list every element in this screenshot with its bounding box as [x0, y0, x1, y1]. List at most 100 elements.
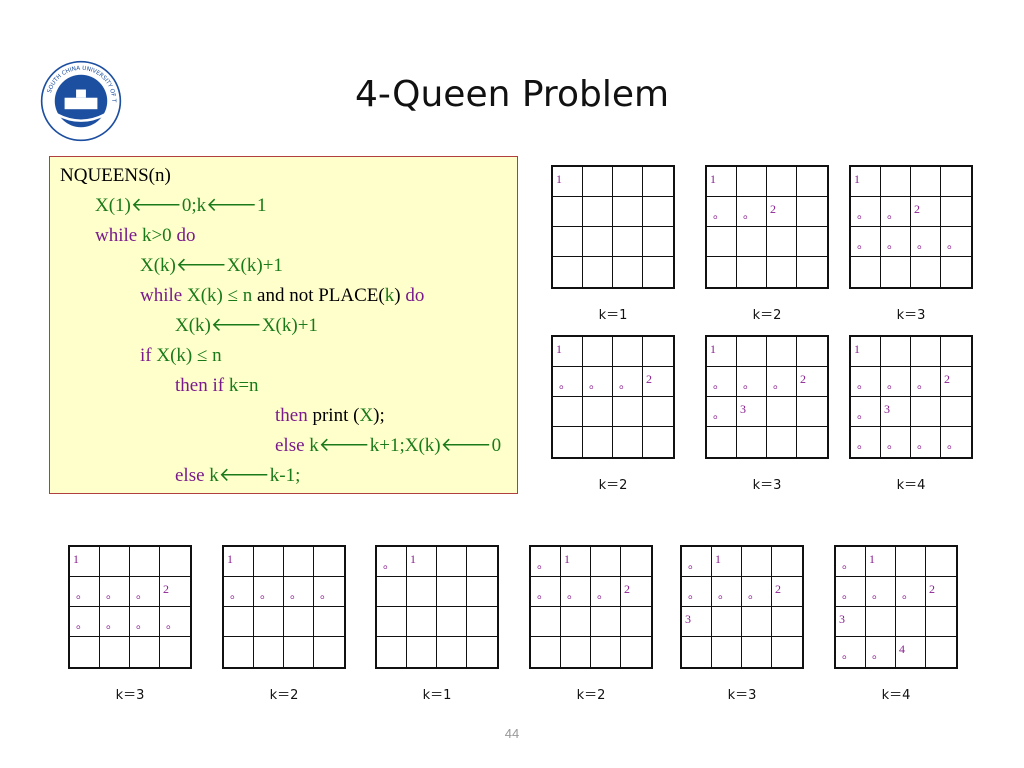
- board-cell: [737, 167, 767, 197]
- board-cell: 。: [836, 547, 866, 577]
- k-label: k＝4: [896, 478, 926, 493]
- board-cell: [467, 547, 497, 577]
- cell-mark: 。: [842, 587, 855, 601]
- board-cell: 。: [851, 397, 881, 427]
- code-token: NQUEENS(n): [60, 165, 171, 186]
- board-cell: [941, 197, 971, 227]
- cell-mark: 3: [685, 612, 691, 626]
- board-cell: 1: [70, 547, 100, 577]
- code-token: k=n: [228, 375, 259, 396]
- board-cell: 1: [707, 337, 737, 367]
- cell-mark: 1: [556, 342, 562, 356]
- code-token: and not PLACE(: [257, 285, 385, 306]
- board-cell: 。: [836, 577, 866, 607]
- code-token: else: [175, 465, 210, 486]
- board-cell: [437, 607, 467, 637]
- board-cell: 。: [881, 197, 911, 227]
- board-cell: 。: [707, 397, 737, 427]
- board-cell: 。: [591, 577, 621, 607]
- cell-mark: 。: [383, 557, 396, 571]
- cell-mark: 。: [917, 437, 930, 451]
- board-cell: 。: [851, 227, 881, 257]
- board-cell: [437, 637, 467, 667]
- code-line: X(k)🡐X(k)+1: [140, 255, 283, 277]
- board-cell: 1: [866, 547, 896, 577]
- code-line: while k>0 do: [95, 225, 195, 247]
- board-cell: [797, 197, 827, 227]
- cell-mark: 。: [589, 377, 602, 391]
- cell-mark: 1: [73, 552, 79, 566]
- code-token: ): [394, 285, 406, 306]
- cell-mark: 。: [597, 587, 610, 601]
- board-cell: [591, 637, 621, 667]
- board-cell: 。: [100, 577, 130, 607]
- board-cell: [583, 397, 613, 427]
- cell-mark: 2: [646, 372, 652, 386]
- code-line: while X(k) ≤ n and not PLACE(k) do: [140, 285, 424, 307]
- cell-mark: 1: [556, 172, 562, 186]
- board-cell: [583, 427, 613, 457]
- board-cell: [772, 637, 802, 667]
- board-cell: [712, 607, 742, 637]
- board-cell: [224, 607, 254, 637]
- board-cell: 2: [797, 367, 827, 397]
- k-label: k＝1: [422, 688, 452, 703]
- cell-mark: 2: [914, 202, 920, 216]
- board-cell: [583, 167, 613, 197]
- board-cell: [591, 607, 621, 637]
- queen-board: 1。。。。: [222, 545, 346, 669]
- board-cell: 2: [926, 577, 956, 607]
- cell-mark: 。: [743, 207, 756, 221]
- board-cell: [314, 637, 344, 667]
- k-label: k＝4: [881, 688, 911, 703]
- code-token: do: [405, 285, 425, 306]
- k-label: k＝2: [752, 308, 782, 323]
- code-line: then print (X);: [275, 405, 385, 427]
- board-cell: 。: [70, 577, 100, 607]
- board-cell: 。: [682, 577, 712, 607]
- board-cell: [941, 337, 971, 367]
- cell-mark: 。: [842, 557, 855, 571]
- board-cell: [553, 257, 583, 287]
- queen-board: 1。。。2。3: [705, 335, 829, 459]
- board-cell: [881, 257, 911, 287]
- board-cell: 2: [772, 577, 802, 607]
- cell-mark: 。: [917, 237, 930, 251]
- board-cell: [130, 637, 160, 667]
- board-cell: [941, 257, 971, 287]
- k-label: k＝1: [598, 308, 628, 323]
- board-cell: 2: [160, 577, 190, 607]
- board-cell: [682, 637, 712, 667]
- cell-mark: 。: [713, 407, 726, 421]
- board-cell: [941, 397, 971, 427]
- board-cell: [737, 227, 767, 257]
- board-cell: 。: [553, 367, 583, 397]
- cell-mark: 。: [887, 237, 900, 251]
- board-cell: 。: [531, 577, 561, 607]
- board-cell: 。: [737, 367, 767, 397]
- board-cell: 。: [224, 577, 254, 607]
- board-cell: [254, 547, 284, 577]
- board-cell: [160, 637, 190, 667]
- cell-mark: 1: [227, 552, 233, 566]
- k-label: k＝3: [752, 478, 782, 493]
- board-cell: [767, 167, 797, 197]
- board-cell: [851, 257, 881, 287]
- board-cell: [737, 427, 767, 457]
- code-token: X(k)🡐X(k)+1: [140, 255, 283, 276]
- board-cell: [613, 337, 643, 367]
- board-cell: 。: [377, 547, 407, 577]
- board-cell: 。: [767, 367, 797, 397]
- board-cell: [737, 337, 767, 367]
- board-cell: [707, 257, 737, 287]
- cell-mark: 。: [136, 587, 149, 601]
- board-cell: [314, 607, 344, 637]
- code-token: then: [275, 405, 313, 426]
- board-cell: 4: [896, 637, 926, 667]
- board-cell: [881, 167, 911, 197]
- board-cell: 3: [836, 607, 866, 637]
- board-cell: [621, 637, 651, 667]
- board-cell: [643, 337, 673, 367]
- board-cell: 。: [712, 577, 742, 607]
- cell-mark: 。: [842, 647, 855, 661]
